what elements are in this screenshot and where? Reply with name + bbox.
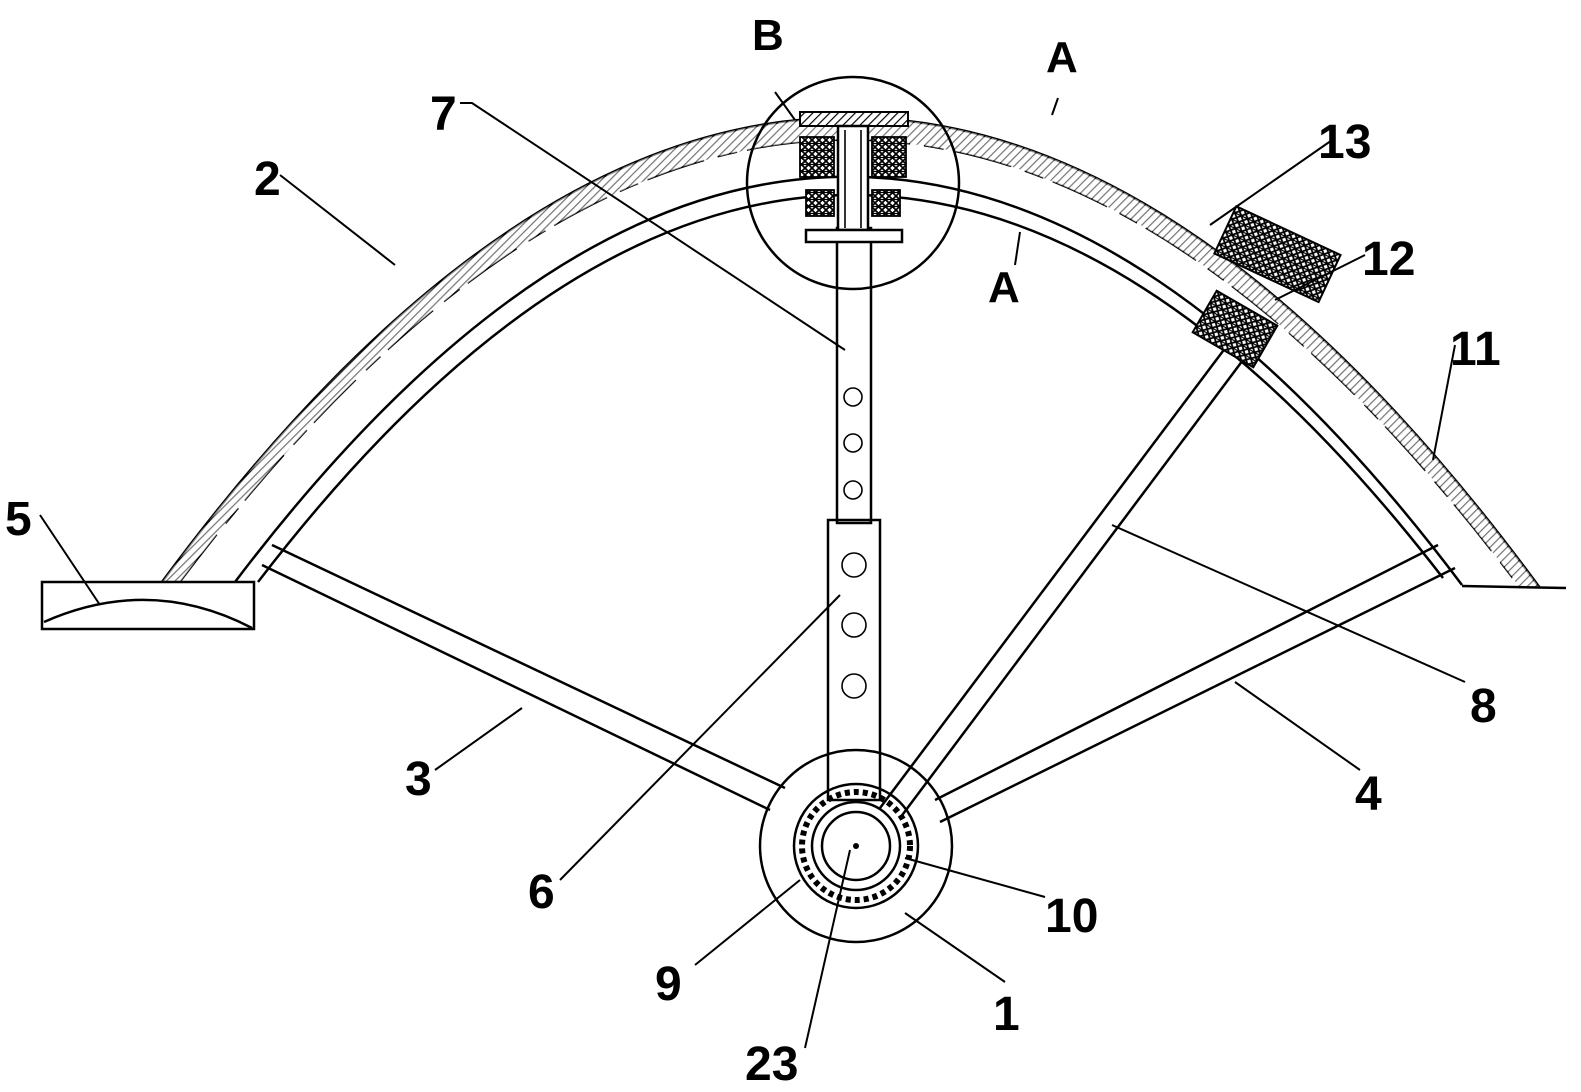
label-10: 10 — [1045, 890, 1098, 943]
diagonal-strut — [879, 334, 1254, 819]
label-5: 5 — [5, 493, 32, 546]
label-7: 7 — [430, 88, 457, 141]
label-8: 8 — [1470, 680, 1497, 733]
part-labels: 2 5 7 13 12 11 8 4 3 6 10 9 1 23 — [5, 88, 1501, 1091]
vertical-upper-rod — [835, 226, 873, 525]
block-13 — [1213, 205, 1342, 304]
right-brace — [934, 543, 1456, 824]
base-plate — [40, 580, 256, 631]
label-13: 13 — [1318, 116, 1371, 169]
hub-assembly — [758, 748, 954, 944]
label-6: 6 — [528, 866, 555, 919]
label-11: 11 — [1450, 323, 1501, 376]
label-b: B — [752, 11, 784, 60]
right-end-cap — [1461, 584, 1567, 590]
label-9: 9 — [655, 958, 682, 1011]
section-labels: B A A — [752, 11, 1078, 312]
detail-b-region — [745, 75, 961, 291]
label-23: 23 — [745, 1038, 798, 1091]
leader-lines — [39, 91, 1466, 1049]
label-12: 12 — [1362, 233, 1415, 286]
label-3: 3 — [405, 753, 432, 806]
vertical-lower-sleeve — [826, 518, 882, 802]
label-a-top: A — [1046, 33, 1078, 82]
left-brace — [261, 543, 786, 812]
label-1: 1 — [993, 988, 1020, 1041]
block-12 — [1191, 289, 1279, 369]
label-2: 2 — [254, 153, 281, 206]
label-a-bottom: A — [988, 263, 1020, 312]
label-4: 4 — [1355, 768, 1382, 821]
